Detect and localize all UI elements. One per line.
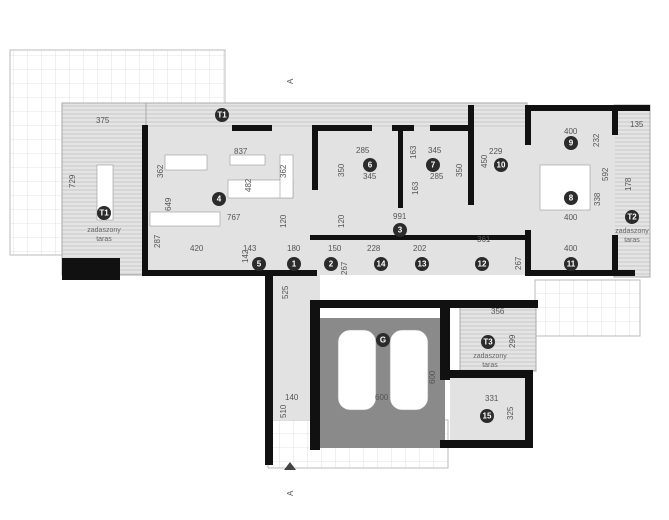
dimension: 400 (564, 213, 578, 222)
room-14: 14 (377, 260, 386, 269)
dimension: 362 (279, 164, 288, 178)
room-markers: T1 T1 T2 T3 4 5 1 2 14 13 12 3 6 7 10 9 … (97, 108, 639, 423)
dimension: 345 (428, 146, 442, 155)
dimension: 482 (244, 178, 253, 192)
walls (62, 105, 650, 465)
dimension: 345 (363, 172, 377, 181)
terrace-t3-caption-2: taras (482, 362, 498, 369)
furniture (96, 154, 591, 411)
room-t3: T3 (483, 338, 493, 347)
room-10: 10 (497, 161, 506, 170)
section-arrow-icon (284, 462, 296, 470)
dimension: 202 (413, 244, 427, 253)
living-area-floor (146, 128, 526, 275)
dimension: 120 (279, 214, 288, 228)
section-marker-top: A (286, 78, 295, 84)
section-marker-bottom: A (286, 490, 295, 496)
dimension: 361 (477, 235, 491, 244)
dimension: 400 (564, 244, 578, 253)
dimension: 178 (624, 177, 633, 191)
terrace-t1-caption-2: taras (96, 236, 112, 243)
room-g: G (380, 336, 386, 345)
dimension: 232 (592, 133, 601, 147)
dimension: 837 (234, 147, 248, 156)
dimension: 375 (96, 116, 110, 125)
room-t2: T2 (627, 213, 637, 222)
terrace-t3-caption: zadaszony (473, 353, 507, 360)
terrace-t2-caption-2: taras (624, 237, 640, 244)
dimension: 350 (455, 163, 464, 177)
dimension: 267 (514, 256, 523, 270)
dimension: 420 (190, 244, 204, 253)
room-4: 4 (217, 195, 222, 204)
dimension: 450 (480, 154, 489, 168)
terrace-t3 (459, 304, 537, 372)
room-9: 9 (569, 139, 574, 148)
dimension: 338 (593, 192, 602, 206)
dimension: 285 (430, 172, 444, 181)
room-8: 8 (569, 194, 574, 203)
dimension: 600 (375, 393, 389, 402)
room-t1-top: T1 (217, 111, 227, 120)
terrace-t2-caption: zadaszony (615, 228, 649, 235)
dimension: 331 (485, 394, 499, 403)
dimension: 150 (328, 244, 342, 253)
room-5: 5 (257, 260, 262, 269)
dimension: 299 (508, 334, 517, 348)
dimension: 325 (506, 406, 515, 420)
dimension: 163 (411, 181, 420, 195)
room-7: 7 (431, 161, 436, 170)
dimension: 120 (337, 214, 346, 228)
dimension: 143 (243, 244, 257, 253)
room-1: 1 (292, 260, 297, 269)
dimension: 729 (68, 174, 77, 188)
paving-right (534, 279, 641, 337)
dimension: 510 (279, 404, 288, 418)
dimension: 285 (356, 146, 370, 155)
dimension: 649 (164, 197, 173, 211)
dimension: 356 (491, 307, 505, 316)
room-13: 13 (418, 260, 427, 269)
dimension: 229 (489, 147, 503, 156)
dimension: 287 (153, 234, 162, 248)
terrace-t2 (613, 104, 651, 278)
dimension: 180 (287, 244, 301, 253)
dimension: 135 (630, 120, 644, 129)
dimension: 525 (281, 285, 290, 299)
room-t1-side: T1 (99, 209, 109, 218)
dimension: 767 (227, 213, 241, 222)
room-15: 15 (483, 412, 492, 421)
dimension: 350 (337, 163, 346, 177)
dimension: 140 (285, 393, 299, 402)
room-12: 12 (478, 260, 487, 269)
dimension: 267 (340, 261, 349, 275)
terrace-t1-caption: zadaszony (87, 227, 121, 234)
dimension: 600 (428, 370, 437, 384)
dimension: 362 (156, 164, 165, 178)
room-6: 6 (368, 161, 373, 170)
room-3: 3 (398, 226, 403, 235)
room-2: 2 (329, 260, 334, 269)
dimension: 163 (409, 145, 418, 159)
dimension: 400 (564, 127, 578, 136)
dimension: 142 (241, 249, 250, 263)
dimension: 592 (601, 167, 610, 181)
dimension: 228 (367, 244, 381, 253)
room-11: 11 (567, 260, 576, 269)
dimension: 991 (393, 212, 407, 221)
dimension-labels: 375 729 837 362 482 362 649 767 120 287 … (68, 116, 644, 420)
